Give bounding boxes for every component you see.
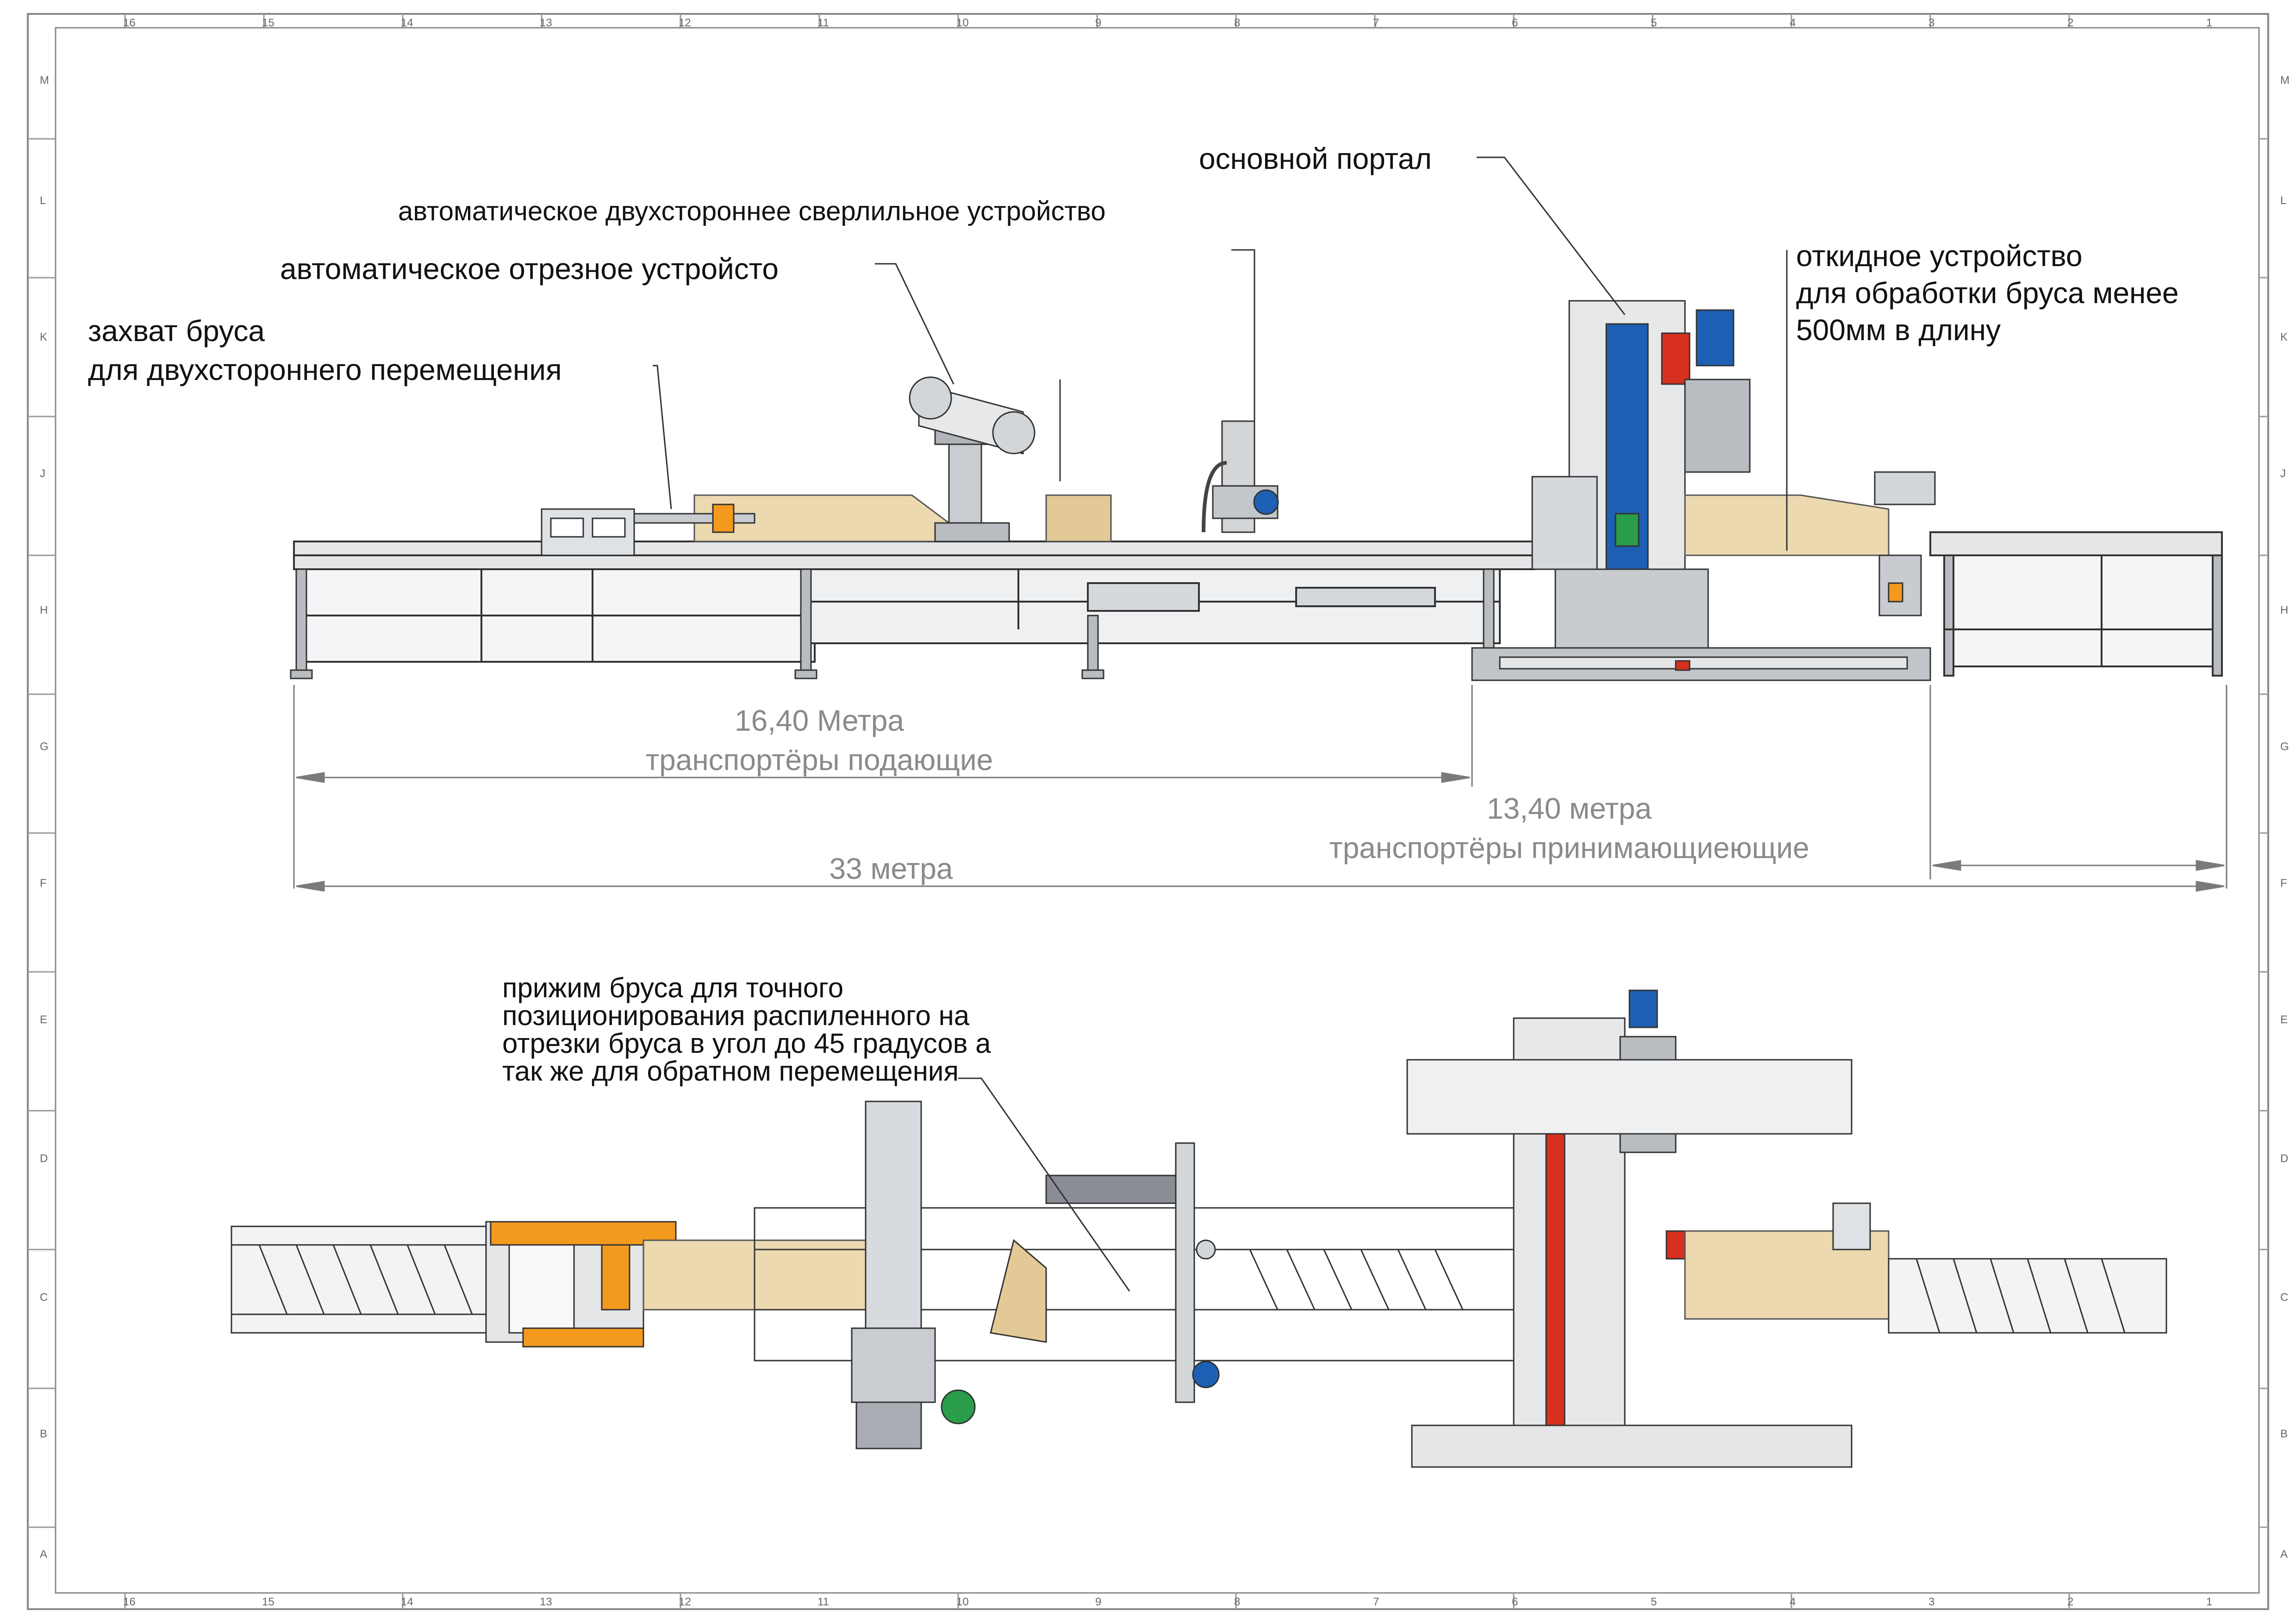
column-label: 9 bbox=[1095, 1596, 1102, 1608]
row-label: L bbox=[40, 194, 46, 207]
column-label: 4 bbox=[1790, 1596, 1796, 1608]
row-label: A bbox=[40, 1548, 48, 1561]
label-tilt-line3: 500мм в длину bbox=[1796, 313, 2001, 347]
dimension-feed-value: 16,40 Метра bbox=[735, 704, 904, 737]
column-label: 14 bbox=[401, 17, 413, 29]
column-label: 14 bbox=[401, 1596, 413, 1608]
gripper-carriage bbox=[541, 504, 755, 556]
label-clamp-line3: отрезки бруса в угол до 45 градусов а bbox=[502, 1028, 991, 1059]
row-label: F bbox=[40, 877, 47, 889]
column-label: 6 bbox=[1512, 1596, 1518, 1608]
zone-ticks bbox=[28, 14, 2268, 1609]
column-label: 13 bbox=[540, 1596, 552, 1608]
column-label: 10 bbox=[956, 1596, 969, 1608]
row-label: A bbox=[2280, 1548, 2288, 1561]
portal-base bbox=[1471, 647, 1931, 681]
column-label: 10 bbox=[956, 17, 969, 29]
cutoff-saw bbox=[909, 376, 1061, 542]
column-label: 4 bbox=[1790, 17, 1796, 29]
row-label: H bbox=[2280, 604, 2289, 616]
dimension-receive-value: 13,40 метра bbox=[1487, 792, 1652, 825]
row-label: D bbox=[2280, 1152, 2289, 1165]
row-label: H bbox=[40, 604, 48, 616]
top-cutoff-saw bbox=[851, 1101, 1047, 1449]
top-drilling-unit bbox=[1045, 1142, 1220, 1403]
row-label: B bbox=[40, 1428, 48, 1440]
label-clamp-line2: позиционирования распиленного на bbox=[502, 1000, 970, 1031]
column-label: 9 bbox=[1095, 17, 1102, 29]
top-view bbox=[231, 989, 2167, 1468]
drilling-unit bbox=[1202, 420, 1279, 533]
top-outfeed-conveyor bbox=[1832, 1202, 2167, 1334]
label-clamp-line1: прижим бруса для точного bbox=[502, 972, 844, 1003]
label-tilt-line1: откидное устройство bbox=[1796, 239, 2083, 273]
top-portal bbox=[1406, 989, 1853, 1468]
row-label: D bbox=[40, 1152, 48, 1165]
column-label: 12 bbox=[679, 17, 691, 29]
timber-block bbox=[1045, 494, 1112, 542]
row-label: F bbox=[2280, 877, 2287, 889]
infeed-legs bbox=[290, 568, 1495, 679]
clamp-leader-line bbox=[958, 1077, 1130, 1292]
row-label: J bbox=[40, 467, 45, 480]
column-label: 15 bbox=[262, 1596, 275, 1608]
column-label: 7 bbox=[1373, 17, 1379, 29]
column-label: 7 bbox=[1373, 1596, 1379, 1608]
row-label: G bbox=[2280, 740, 2289, 753]
outfeed-conveyor bbox=[1929, 531, 2223, 677]
row-label: L bbox=[2280, 194, 2287, 207]
label-gripper-line1: захват бруса bbox=[88, 314, 265, 348]
dimension-receive-label: транспортёры принимающиеющие bbox=[1329, 831, 1809, 864]
row-label: J bbox=[2280, 467, 2286, 480]
label-cutoff-saw: автоматическое отрезное устройсто bbox=[280, 252, 779, 286]
row-label: G bbox=[40, 740, 49, 753]
row-label: C bbox=[40, 1291, 48, 1304]
row-label: C bbox=[2280, 1291, 2289, 1304]
row-label: K bbox=[2280, 331, 2288, 343]
row-label: M bbox=[2280, 74, 2290, 87]
column-label: 1 bbox=[2206, 1596, 2213, 1608]
column-label: 11 bbox=[817, 1596, 829, 1608]
row-label: E bbox=[40, 1014, 48, 1026]
top-timber-beam bbox=[643, 1239, 876, 1311]
column-label: 8 bbox=[1234, 1596, 1241, 1608]
column-label: 6 bbox=[1512, 17, 1518, 29]
row-label: B bbox=[2280, 1428, 2288, 1440]
column-label: 2 bbox=[2067, 17, 2074, 29]
dimension-lines bbox=[293, 685, 2227, 892]
leader-lines bbox=[653, 156, 1788, 551]
column-label: 16 bbox=[123, 1596, 136, 1608]
column-label: 5 bbox=[1651, 1596, 1657, 1608]
column-label: 3 bbox=[1928, 17, 1935, 29]
row-label: E bbox=[2280, 1014, 2288, 1026]
column-label: 15 bbox=[262, 17, 275, 29]
column-label: 5 bbox=[1651, 17, 1657, 29]
label-drilling-unit: автоматическое двухстороннее сверлильное… bbox=[398, 196, 1106, 226]
side-view bbox=[290, 156, 2223, 681]
row-label: K bbox=[40, 331, 48, 343]
tilt-device bbox=[1874, 471, 1936, 616]
dimension-feed-label: транспортёры подающие bbox=[645, 743, 993, 777]
label-main-portal: основной портал bbox=[1199, 142, 1432, 175]
column-label: 13 bbox=[540, 17, 552, 29]
column-label: 16 bbox=[123, 17, 136, 29]
dimension-total: 33 метра bbox=[829, 852, 953, 885]
column-label: 3 bbox=[1928, 1596, 1935, 1608]
sheet-frame bbox=[27, 13, 2269, 1610]
infeed-conveyor bbox=[293, 541, 1535, 663]
row-label: M bbox=[40, 74, 49, 87]
column-label: 12 bbox=[679, 1596, 691, 1608]
label-clamp-line4: так же для обратном перемещения bbox=[502, 1056, 959, 1087]
column-label: 8 bbox=[1234, 17, 1241, 29]
main-portal bbox=[1531, 300, 1751, 649]
column-label: 1 bbox=[2206, 17, 2213, 29]
column-label: 11 bbox=[817, 17, 829, 29]
label-gripper-line2: для двухстороннего перемещения bbox=[88, 353, 562, 386]
column-label: 2 bbox=[2067, 1596, 2074, 1608]
label-tilt-line2: для обработки бруса менее bbox=[1796, 276, 2179, 310]
